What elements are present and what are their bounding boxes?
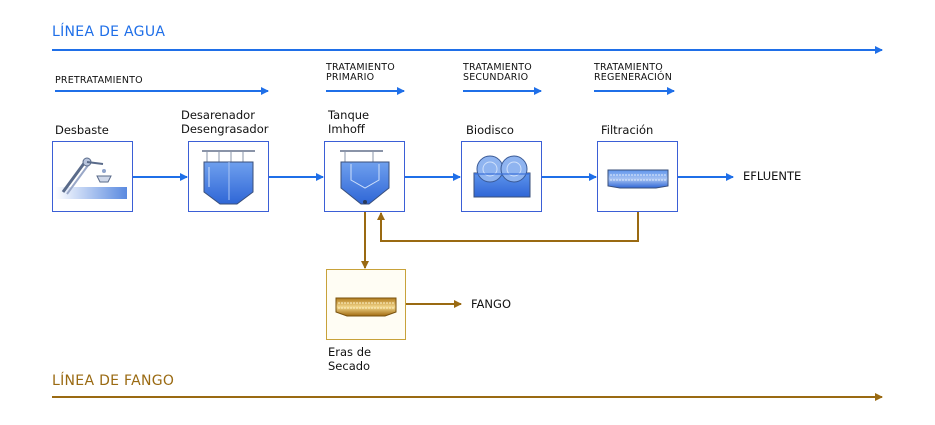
unit-eras-box bbox=[326, 269, 406, 340]
stage-regeneration-line2: REGENERACIÓN bbox=[594, 72, 673, 83]
unit-filtracion-box bbox=[597, 141, 678, 212]
filter-icon bbox=[607, 169, 669, 189]
water-line-title: LÍNEA DE AGUA bbox=[52, 24, 166, 40]
stage-regeneration-line1: TRATAMIENTO bbox=[594, 62, 663, 73]
unit-eras-label: Eras de Secado bbox=[328, 345, 371, 373]
unit-eras-line2: Secado bbox=[328, 359, 371, 373]
stage-primary-line2: PRIMARIO bbox=[326, 72, 375, 83]
stage-regeneration-label: TRATAMIENTO REGENERACIÓN bbox=[594, 63, 672, 83]
stage-primary-line1: TRATAMIENTO bbox=[326, 62, 395, 73]
grit-tank-icon bbox=[202, 150, 255, 205]
stage-secondary-line1: TRATAMIENTO bbox=[463, 62, 532, 73]
unit-desarenador-label: Desarenador Desengrasador bbox=[181, 108, 268, 136]
unit-desarenador-line2: Desengrasador bbox=[181, 122, 269, 136]
stage-secondary-line2: SECUNDARIO bbox=[463, 72, 529, 83]
unit-desbaste-box bbox=[52, 141, 133, 212]
unit-imhoff-box bbox=[324, 141, 405, 212]
screen-grate-icon bbox=[55, 157, 127, 199]
unit-desarenador-line1: Desarenador bbox=[181, 108, 255, 122]
sludge-line-title: LÍNEA DE FANGO bbox=[52, 373, 175, 389]
effluent-label: EFLUENTE bbox=[743, 169, 802, 183]
stage-pretreatment-label: PRETRATAMIENTO bbox=[55, 75, 143, 86]
unit-desarenador-box bbox=[188, 141, 269, 212]
drying-bed-icon bbox=[335, 297, 397, 317]
stage-primary-label: TRATAMIENTO PRIMARIO bbox=[326, 63, 395, 83]
unit-biodisco-box bbox=[461, 141, 542, 212]
unit-imhoff-label: Tanque Imhoff bbox=[328, 108, 369, 136]
sludge-output-label: FANGO bbox=[471, 297, 511, 311]
unit-imhoff-line1: Tanque bbox=[328, 108, 370, 122]
unit-imhoff-line2: Imhoff bbox=[328, 122, 365, 136]
imhoff-tank-icon bbox=[340, 150, 390, 205]
unit-eras-line1: Eras de bbox=[328, 345, 372, 359]
stage-secondary-label: TRATAMIENTO SECUNDARIO bbox=[463, 63, 532, 83]
unit-biodisco-label: Biodisco bbox=[466, 123, 514, 137]
biodisc-icon bbox=[473, 155, 531, 198]
unit-desbaste-label: Desbaste bbox=[55, 123, 109, 137]
sludge-return-connector bbox=[377, 212, 639, 242]
unit-filtracion-label: Filtración bbox=[601, 123, 654, 137]
